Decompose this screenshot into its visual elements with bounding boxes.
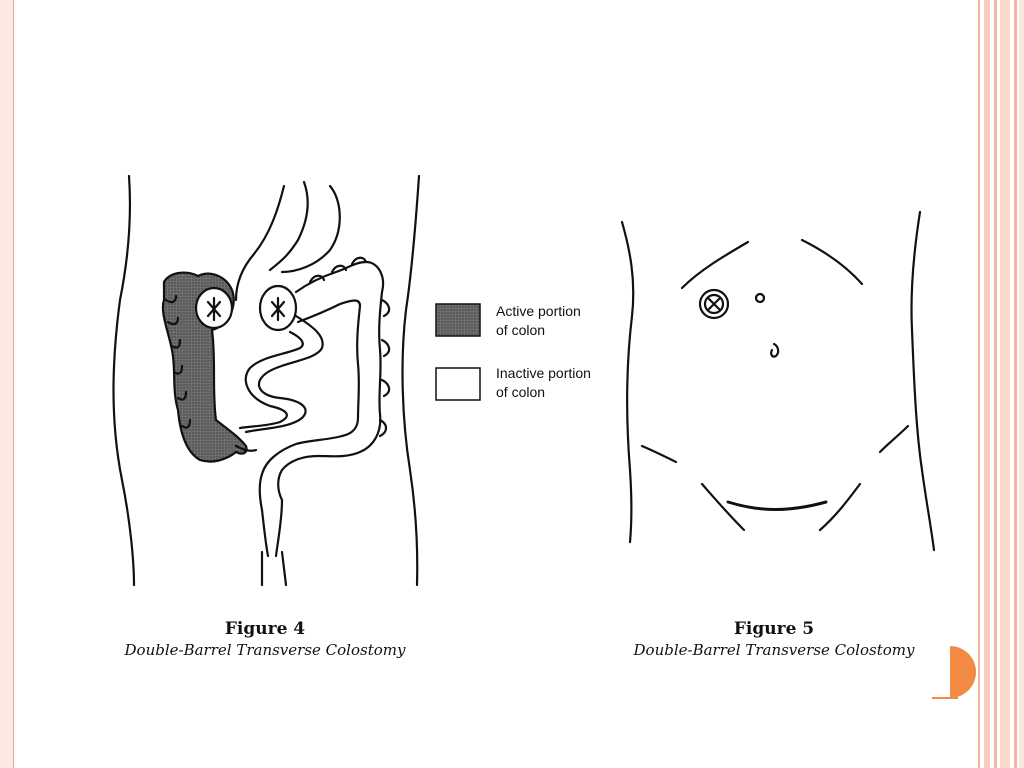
stomach-outline — [234, 180, 309, 302]
figure-5-number: Figure 5 — [733, 619, 815, 639]
accent-circle-icon — [932, 646, 976, 699]
left-rib-line — [680, 240, 750, 290]
inactive-transverse-colon — [277, 260, 385, 502]
left-hip-line — [640, 444, 678, 464]
stoma-marker — [698, 288, 730, 320]
small-intestine-loop — [244, 314, 324, 434]
figure-5-caption: Figure 5 Double-Barrel Transverse Colost… — [606, 618, 942, 660]
right-rib-line — [800, 238, 864, 286]
legend-inactive-line1: Inactive portion — [496, 365, 591, 381]
figure-5-title: Double-Barrel Transverse Colostomy — [633, 641, 915, 659]
legend-active-swatch — [435, 303, 481, 337]
legend-inactive-swatch — [435, 367, 481, 401]
torso-left-outline — [112, 174, 136, 587]
legend-active-label: Active portion of colon — [496, 302, 636, 340]
legend-inactive-line2: of colon — [496, 384, 546, 400]
legend-inactive-label: Inactive portion of colon — [496, 364, 636, 402]
abdomen-right-outline — [910, 210, 936, 552]
rectum-outline — [260, 498, 284, 558]
legend-active-line2: of colon — [496, 322, 546, 338]
pubic-line — [726, 500, 828, 511]
figure-4-number: Figure 4 — [224, 619, 306, 639]
distal-opening-marker — [754, 292, 766, 304]
right-groin-line — [818, 482, 862, 532]
legend-active-line1: Active portion — [496, 303, 581, 319]
navel-marker — [770, 342, 780, 358]
left-groin-line — [700, 482, 746, 532]
right-hip-line — [878, 424, 910, 454]
abdomen-left-outline — [620, 220, 635, 544]
figure-4-caption: Figure 4 Double-Barrel Transverse Colost… — [100, 618, 430, 660]
torso-right-outline — [401, 174, 421, 587]
figure-4-title: Double-Barrel Transverse Colostomy — [124, 641, 406, 659]
right-frame-stripes — [978, 0, 1024, 768]
left-frame-border — [0, 0, 14, 768]
